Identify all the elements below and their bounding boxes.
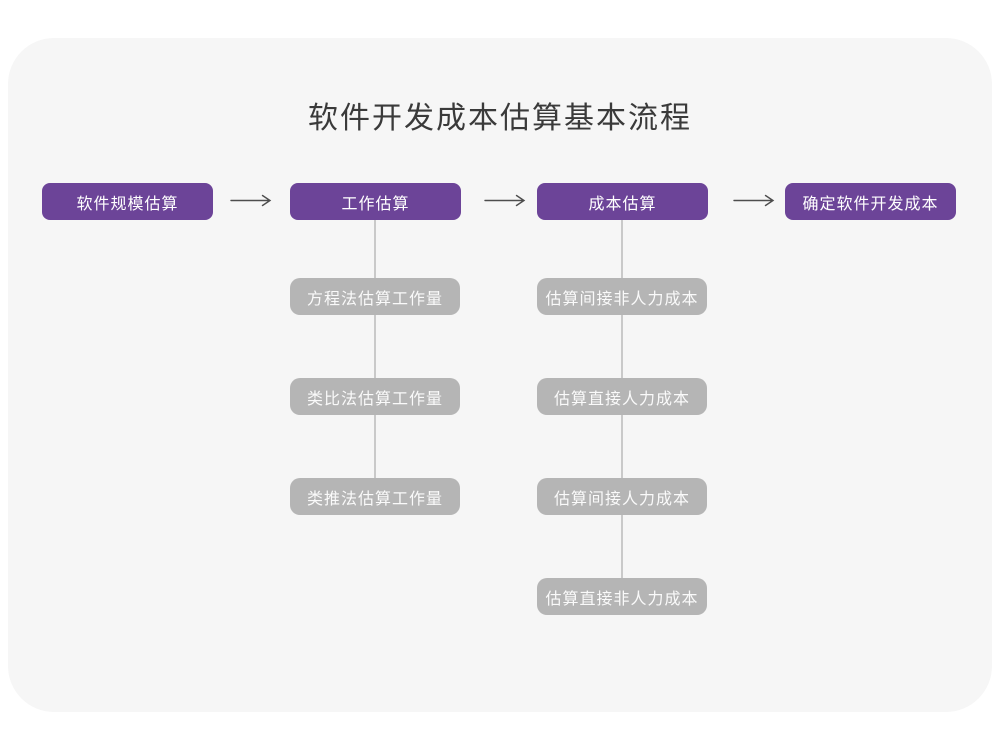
- diagram-title: 软件开发成本估算基本流程: [308, 102, 692, 135]
- substep-direct-non-labor-cost: 估算直接非人力成本: [537, 578, 707, 615]
- connector-line-work-estimation: [374, 220, 376, 497]
- right-arrow-icon: [484, 194, 526, 207]
- substep-analogy-method: 类比法估算工作量: [290, 378, 460, 415]
- substep-direct-labor-cost: 估算直接人力成本: [537, 378, 707, 415]
- flow-node-work-estimation: 工作估算: [290, 183, 461, 220]
- right-arrow-icon: [230, 194, 272, 207]
- right-arrow-icon: [733, 194, 775, 207]
- substep-indirect-labor-cost: 估算间接人力成本: [537, 478, 707, 515]
- substep-extrapolation-method: 类推法估算工作量: [290, 478, 460, 515]
- flow-node-software-scale-estimation: 软件规模估算: [42, 183, 213, 220]
- flow-node-cost-estimation: 成本估算: [537, 183, 708, 220]
- substep-equation-method: 方程法估算工作量: [290, 278, 460, 315]
- diagram-card: [8, 38, 992, 712]
- substep-indirect-non-labor-cost: 估算间接非人力成本: [537, 278, 707, 315]
- flow-node-determine-software-dev-cost: 确定软件开发成本: [785, 183, 956, 220]
